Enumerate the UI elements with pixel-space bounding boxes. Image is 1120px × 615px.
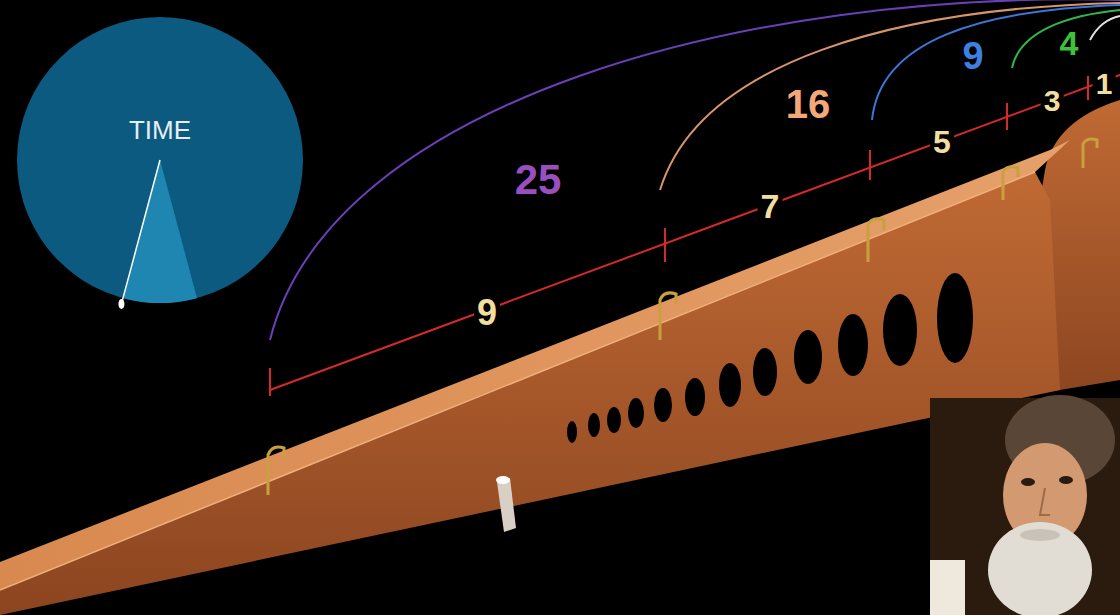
galileo-portrait bbox=[930, 395, 1120, 615]
distance-number: 3 bbox=[1041, 85, 1064, 117]
distance-number: 9 bbox=[959, 37, 986, 77]
ramp-holes bbox=[567, 273, 973, 443]
distance-number: 16 bbox=[783, 83, 834, 125]
distance-number: 4 bbox=[1057, 26, 1082, 62]
distance-number: 9 bbox=[474, 294, 500, 332]
distance-number: 1 bbox=[1093, 68, 1116, 100]
clock-label: TIME bbox=[129, 115, 191, 146]
distance-arcs bbox=[270, 0, 1120, 340]
distance-number: 7 bbox=[758, 189, 783, 225]
ramp-top bbox=[0, 140, 1070, 590]
rolling-peg bbox=[496, 476, 516, 532]
clock-circle: TIME bbox=[17, 17, 303, 303]
distance-line bbox=[270, 75, 1120, 396]
distance-number: 25 bbox=[512, 158, 565, 202]
clock-face bbox=[17, 17, 303, 303]
distance-number: 5 bbox=[930, 126, 954, 160]
